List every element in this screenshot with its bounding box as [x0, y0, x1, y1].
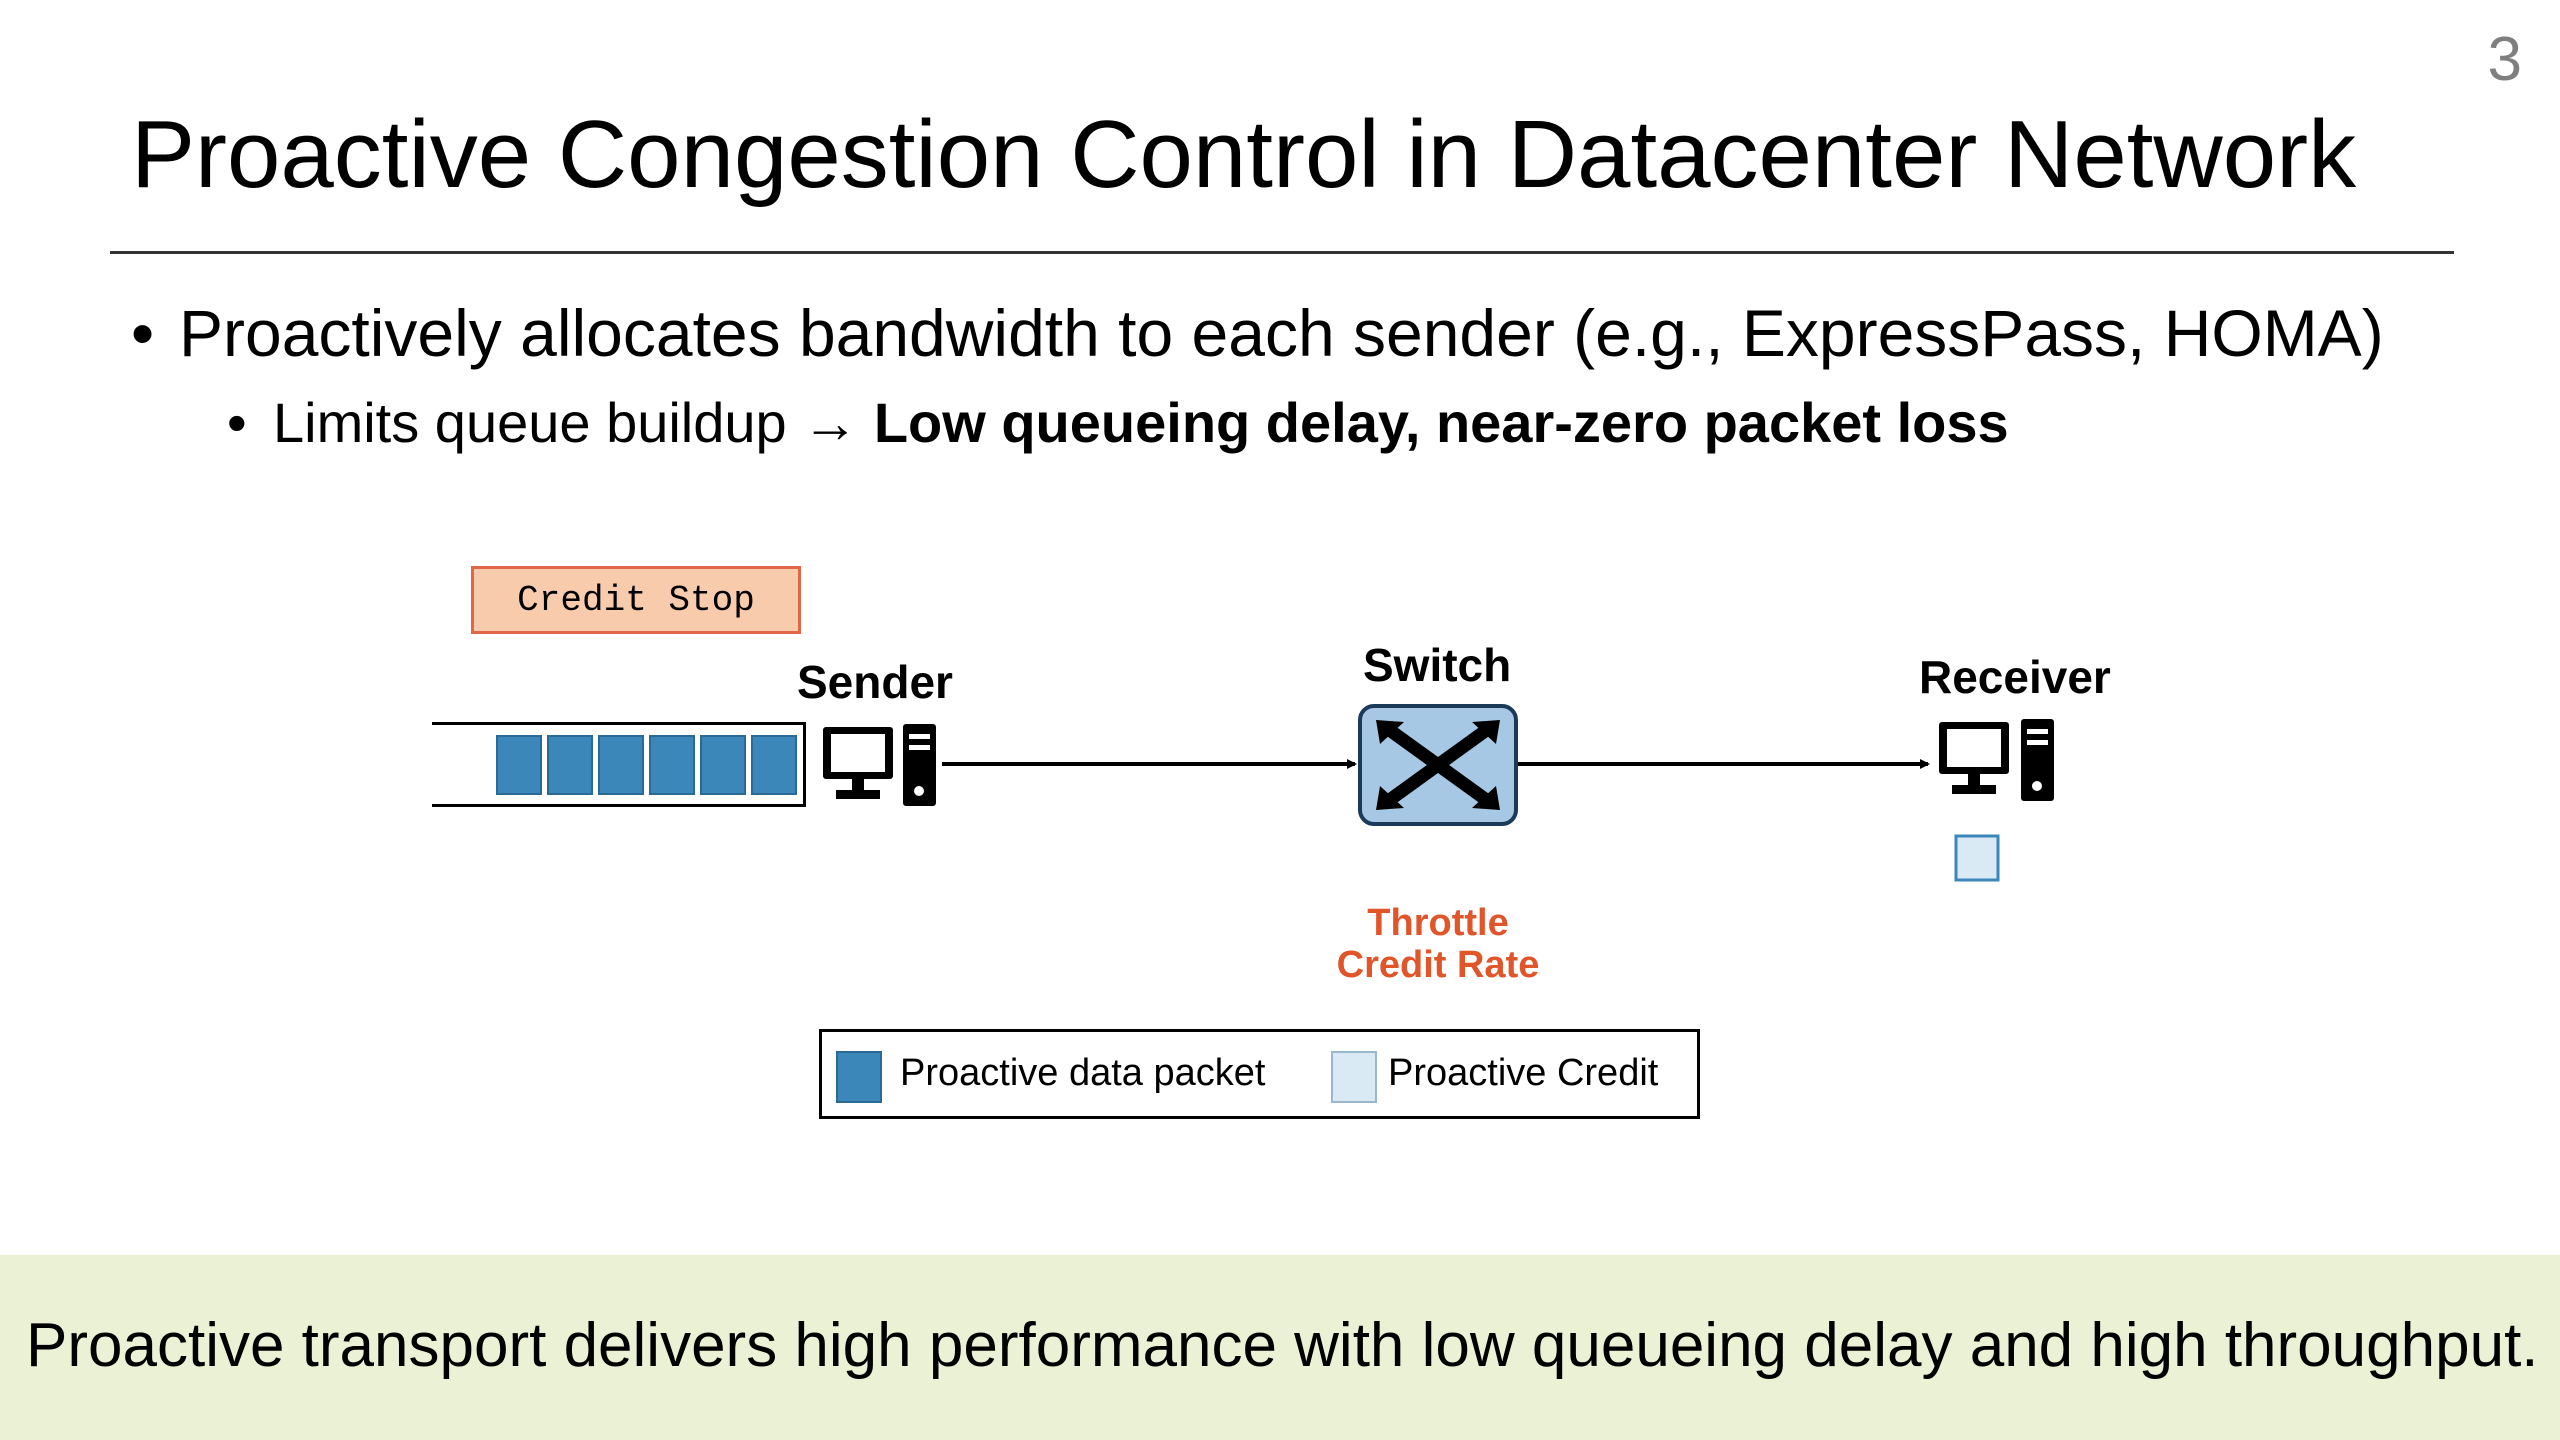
throttle-credit-rate-label: Throttle Credit Rate	[1300, 902, 1576, 986]
summary-banner	[0, 1255, 2560, 1440]
data-packet	[649, 735, 695, 795]
data-packet	[700, 735, 746, 795]
data-packet-swatch	[836, 1051, 882, 1103]
switch-label: Switch	[1363, 639, 1512, 691]
credit-packet	[1954, 834, 2000, 882]
bullet-dot: •	[227, 391, 247, 454]
sender-queue	[432, 722, 806, 807]
switch-icon	[1358, 704, 1518, 826]
receiver-computer-icon	[1939, 719, 2054, 801]
slide-number: 3	[2487, 25, 2522, 94]
legend-data-packet-label: Proactive data packet	[900, 1052, 1266, 1094]
throttle-line-1: Throttle	[1367, 902, 1509, 944]
sender-computer-icon	[823, 724, 936, 806]
data-packet	[598, 735, 644, 795]
data-packet	[751, 735, 797, 795]
throttle-line-2: Credit Rate	[1336, 944, 1540, 986]
credit-stop-box: Credit Stop	[471, 566, 801, 634]
bullet-dot: •	[131, 296, 155, 370]
title-divider	[110, 251, 2454, 254]
data-packet	[496, 735, 542, 795]
right-arrow-icon: →	[802, 391, 859, 454]
sender-label: Sender	[797, 656, 953, 708]
bullet-1-text: Proactively allocates bandwidth to each …	[179, 296, 2384, 370]
summary-text: Proactive transport delivers high perfor…	[26, 1311, 2539, 1380]
credit-swatch	[1331, 1051, 1377, 1103]
bullet-level-2: • Limits queue buildup → Low queueing del…	[227, 390, 2009, 455]
bullet-level-1: • Proactively allocates bandwidth to each…	[131, 295, 2384, 371]
bullet-2-plain-text: Limits queue buildup	[273, 391, 803, 454]
bullet-2-bold-text: Low queueing delay, near-zero packet los…	[873, 391, 2009, 454]
slide-title: Proactive Congestion Control in Datacent…	[131, 101, 2357, 208]
legend: Proactive data packet Proactive Credit	[819, 1029, 1700, 1119]
receiver-label: Receiver	[1919, 651, 2111, 703]
legend-credit-label: Proactive Credit	[1388, 1052, 1659, 1094]
data-packet	[547, 735, 593, 795]
